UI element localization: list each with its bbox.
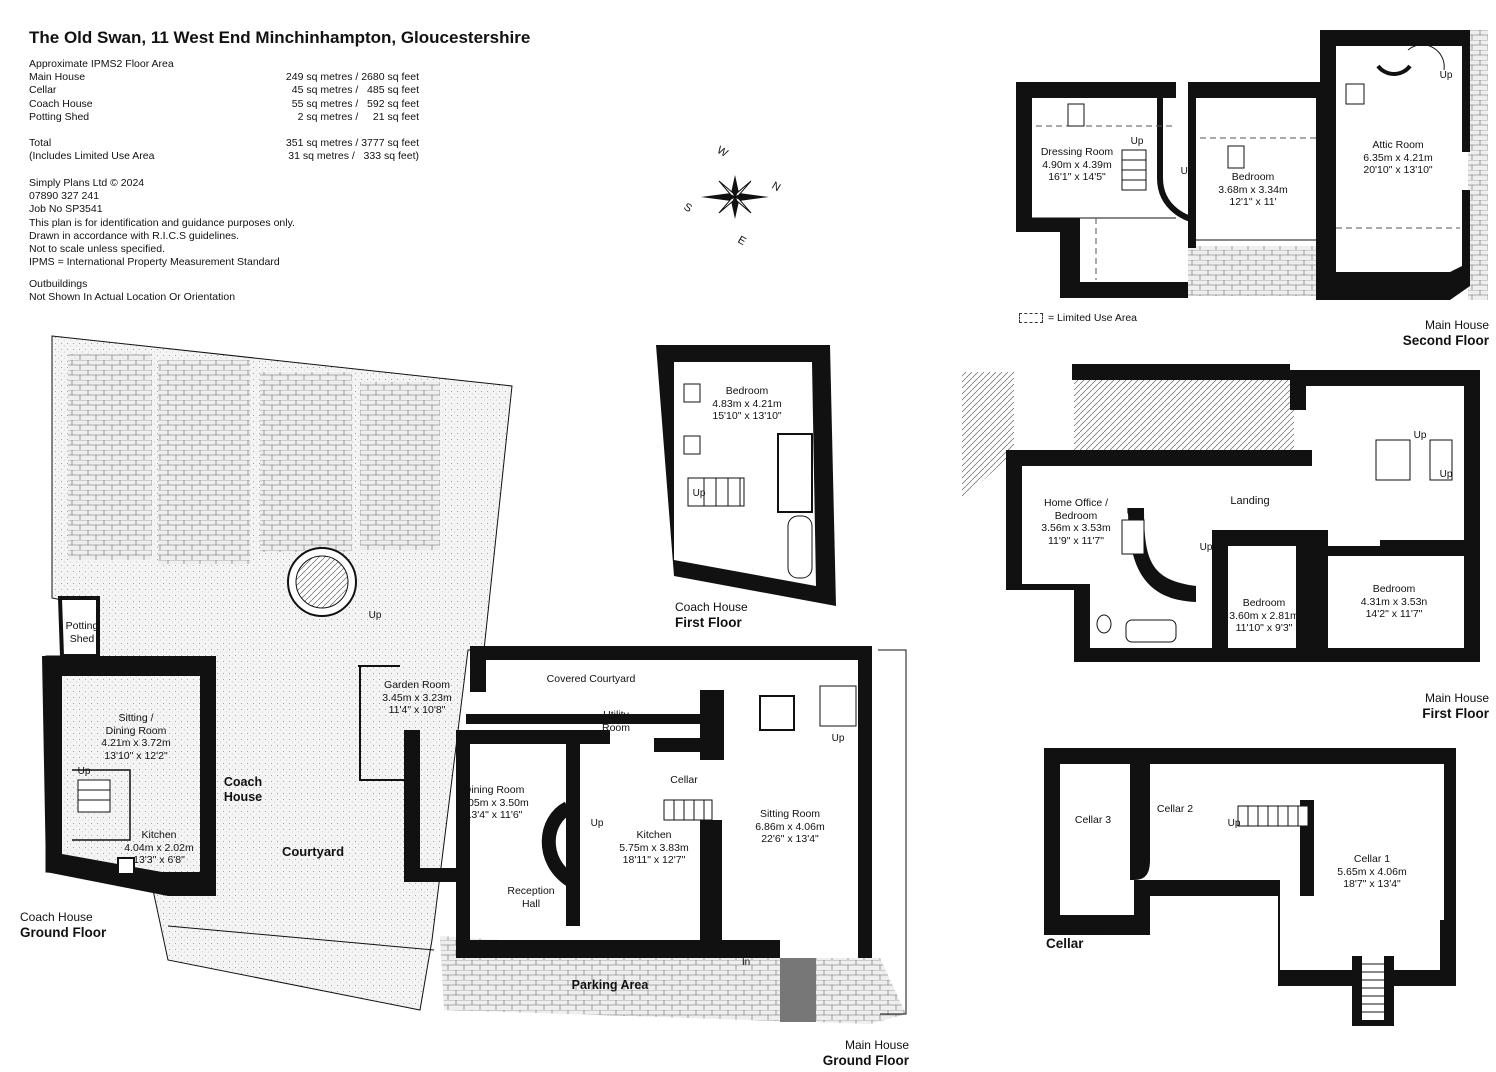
stairs-up-label: Up	[1130, 136, 1144, 147]
stairs-up-label: Up	[1199, 542, 1213, 553]
plan-notes: Simply Plans Ltd © 2024 07890 327 241 Jo…	[29, 177, 295, 269]
stairs-up-label: Up	[1413, 430, 1427, 441]
stairs-up-label: Up	[590, 818, 604, 829]
note-line: Drawn in accordance with R.I.C.S guideli…	[29, 229, 240, 242]
dashed-box-icon	[1019, 313, 1043, 323]
stairs-up-label: Up	[831, 733, 845, 744]
stairs-up-label: Up	[692, 488, 706, 499]
entrance-in-label: In	[741, 957, 751, 968]
limited-use-legend: = Limited Use Area	[1019, 312, 1137, 324]
steps-up-label: Up	[368, 610, 382, 621]
coach-house-first-floor-plan	[656, 345, 836, 606]
note-line: Job No SP3541	[29, 203, 103, 216]
page-title: The Old Swan, 11 West End Minchinhampton…	[29, 28, 531, 47]
room-cellar-access: Cellar	[670, 774, 698, 786]
stairs-up-label: Up	[1439, 70, 1453, 81]
room-cellar-2: Cellar 2	[1156, 803, 1194, 815]
stairs-up-label: Up	[1126, 507, 1140, 518]
note-line: Simply Plans Ltd © 2024	[29, 177, 145, 189]
stairs-up-label: Up	[1439, 469, 1453, 480]
parking-area-label: Parking Area	[571, 978, 649, 992]
outbuildings-note: Outbuildings Not Shown In Actual Locatio…	[29, 278, 236, 303]
courtyard-label: Courtyard	[281, 844, 345, 859]
room-landing: Landing	[1230, 495, 1270, 507]
note-line: This plan is for identification and guid…	[29, 216, 295, 229]
note-line: Not to scale unless specified.	[29, 243, 165, 256]
note-line: 07890 327 241	[29, 190, 100, 203]
stairs-up-label: Up	[1227, 818, 1241, 829]
stairs-up-label: Up	[1180, 166, 1194, 177]
first-floor-plan	[962, 364, 1480, 662]
stairs-up-label: Up	[77, 766, 91, 777]
room-cellar-3: Cellar 3	[1074, 814, 1112, 826]
room-covered-courtyard: Covered Courtyard	[546, 673, 636, 685]
ground-floor-plan	[42, 335, 907, 1024]
cellar-plan	[1044, 748, 1456, 1026]
note-line: IPMS = International Property Measuremen…	[29, 256, 280, 269]
areas-heading: Approximate IPMS2 Floor Area	[29, 58, 174, 70]
second-floor-plan	[1016, 30, 1488, 300]
compass-rose-icon	[701, 175, 769, 219]
